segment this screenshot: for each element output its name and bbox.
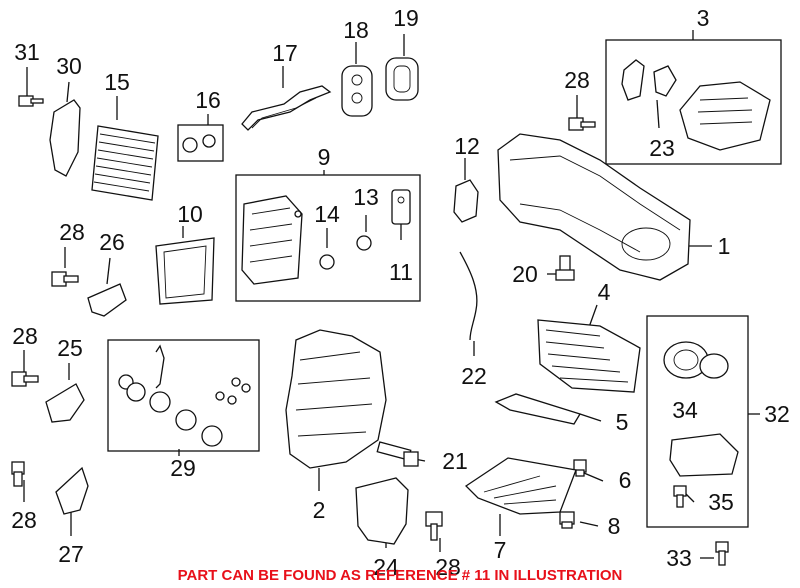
group-box-32 <box>646 315 749 528</box>
callout-28-left-middle: 28 <box>12 323 38 349</box>
callout-15: 15 <box>104 69 130 95</box>
evaporator-part-9 <box>241 195 303 285</box>
resistor-part-34 <box>669 433 739 477</box>
callout-30: 30 <box>56 53 82 79</box>
bolt-part-28-bottom <box>425 511 443 541</box>
bolt-part-28-left-upper <box>51 271 79 287</box>
heater-core-part-15 <box>91 125 159 201</box>
bolt-part-8 <box>559 511 575 529</box>
cabin-filter-part-4 <box>537 319 641 393</box>
callout-11: 11 <box>389 259 413 285</box>
bracket-part-7 <box>464 457 577 515</box>
callout-18: 18 <box>343 17 369 43</box>
bolt-part-6 <box>573 459 587 477</box>
callout-12: 12 <box>454 133 480 159</box>
callout-32: 32 <box>764 401 790 427</box>
callout-16: 16 <box>195 87 221 113</box>
callout-17: 17 <box>272 40 298 66</box>
expansion-valve-part-11 <box>391 189 411 225</box>
callout-labels: 1 2 3 4 5 6 7 8 9 10 11 12 13 14 15 16 1… <box>11 5 790 580</box>
callout-4: 4 <box>598 279 611 305</box>
screw-part-35 <box>673 485 687 508</box>
hvac-housing-part-1 <box>497 133 691 281</box>
bolt-part-28-left-middle <box>11 371 39 387</box>
callout-22: 22 <box>461 363 487 389</box>
callout-3: 3 <box>697 5 710 31</box>
callout-33: 33 <box>666 545 692 571</box>
connector-part-12 <box>453 179 479 223</box>
grommets-part-16 <box>177 124 224 162</box>
callout-29: 29 <box>170 455 196 481</box>
callout-28-left-upper: 28 <box>59 219 85 245</box>
seal-part-19 <box>385 57 419 101</box>
screw-part-33 <box>715 541 729 566</box>
bracket-part-25 <box>45 383 85 423</box>
callout-28-top: 28 <box>564 67 590 93</box>
callout-6: 6 <box>619 467 632 493</box>
oring-part-14 <box>319 254 335 270</box>
callout-21: 21 <box>442 448 468 474</box>
callout-23: 23 <box>649 135 675 161</box>
drain-hose-part-22 <box>459 251 478 341</box>
oring-part-13 <box>356 235 372 251</box>
bolt-part-28-top <box>568 117 596 131</box>
callout-5: 5 <box>616 409 629 435</box>
blower-motor-part-32 <box>663 341 729 379</box>
seal-part-18 <box>341 65 373 117</box>
footer-reference-note: PART CAN BE FOUND AS REFERENCE # 11 IN I… <box>178 567 623 584</box>
callout-14: 14 <box>314 201 340 227</box>
coolant-pipes-part-17 <box>241 85 332 131</box>
hvac-housing-part-2 <box>285 329 387 469</box>
callout-10: 10 <box>177 201 203 227</box>
group-box-9 <box>235 174 421 302</box>
group-box-29 <box>107 339 260 452</box>
filter-part-10 <box>155 237 215 305</box>
callout-9: 9 <box>318 144 331 170</box>
actuator-assembly-part-3 <box>621 59 771 151</box>
callout-2: 2 <box>313 497 326 523</box>
callout-34: 34 <box>672 397 698 423</box>
callout-24: 24 <box>373 554 399 580</box>
callout-28-bottom: 28 <box>435 554 461 580</box>
callout-27: 27 <box>58 541 84 567</box>
callout-20: 20 <box>512 261 538 287</box>
bolt-part-31 <box>18 95 44 107</box>
callout-19: 19 <box>393 5 419 31</box>
bolt-part-28-left-lower <box>11 461 25 487</box>
callout-1: 1 <box>718 233 731 259</box>
bracket-part-27 <box>55 466 89 515</box>
module-part-24 <box>355 477 409 545</box>
callout-13: 13 <box>353 184 379 210</box>
seal-strip-part-5 <box>494 393 581 425</box>
callout-28-left-lower: 28 <box>11 507 37 533</box>
callout-7: 7 <box>494 537 507 563</box>
callout-35: 35 <box>708 489 734 515</box>
bracket-part-30 <box>49 99 81 177</box>
sensor-part-20 <box>555 255 575 281</box>
sensor-part-21 <box>376 441 419 467</box>
bracket-part-26 <box>87 283 127 317</box>
callout-31: 31 <box>14 39 40 65</box>
callout-26: 26 <box>99 229 125 255</box>
callout-8: 8 <box>608 513 621 539</box>
callout-25: 25 <box>57 335 83 361</box>
actuator-parts-part-29 <box>118 344 251 447</box>
